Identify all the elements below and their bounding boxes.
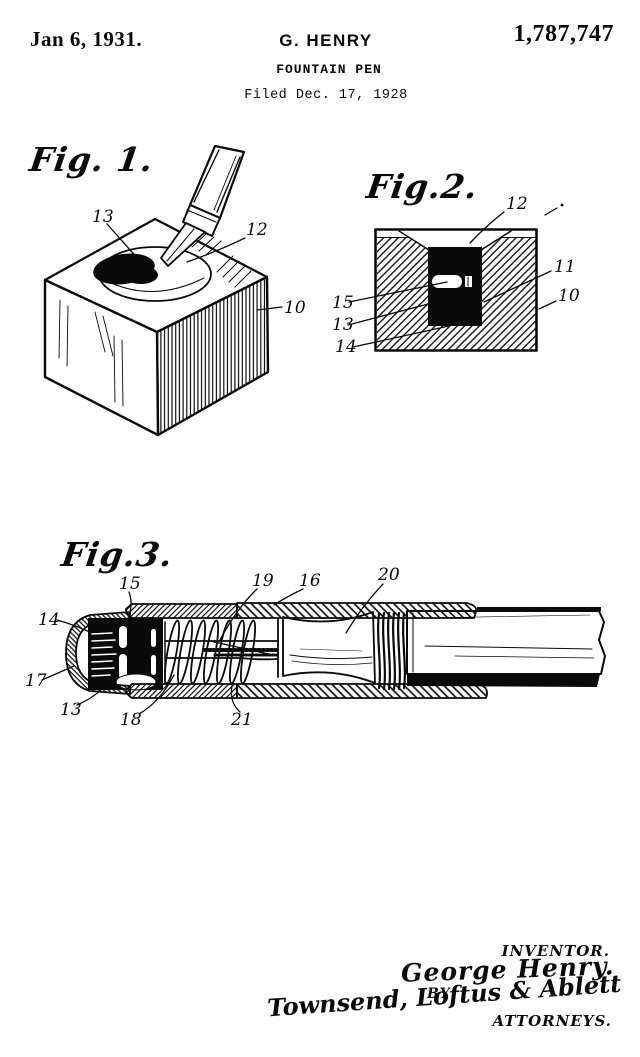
fig3-ref-15: 15 — [119, 574, 141, 594]
sleeve-wall-top — [236, 602, 478, 619]
fig2-ref-11: 11 — [554, 257, 576, 277]
fig1-leader-10 — [256, 306, 283, 311]
by-label: BY — [427, 986, 451, 1002]
fig3-ref-14: 14 — [38, 610, 60, 630]
fig3-leader-20 — [345, 583, 384, 634]
grip-wall-top — [125, 603, 238, 619]
inventor-surname: G. HENRY — [279, 31, 373, 50]
fig3-leader-14 — [56, 619, 91, 633]
fig3-leader-17 — [41, 665, 75, 681]
fig3-leader-16 — [273, 588, 304, 606]
inner-bell — [282, 611, 376, 684]
barrel-threads — [377, 611, 406, 691]
fig1-ref-12: 12 — [246, 220, 268, 240]
fig3-leader-13 — [76, 680, 111, 706]
patent-number: 1,787,747 — [513, 21, 614, 47]
fig2-ref-15: 15 — [332, 293, 354, 313]
figure-2-drawing: 12 11 10 15 13 14 — [332, 194, 580, 357]
fig2-ref-13: 13 — [332, 315, 354, 335]
fig2-leader-15 — [348, 281, 448, 303]
grip-wall-bottom — [125, 683, 238, 699]
fig2-ref-12: 12 — [506, 194, 528, 214]
fig3-leader-18 — [138, 674, 175, 715]
fig3-leader-19 — [219, 588, 258, 641]
fig1-leader-13 — [106, 223, 140, 261]
fig3-ref-16: 16 — [299, 571, 321, 591]
sleeve-wall-bottom — [236, 683, 488, 699]
fig1-ref-13: 13 — [92, 207, 114, 227]
fig3-leader-21 — [230, 685, 241, 713]
fig1-ref-10: 10 — [284, 298, 306, 318]
fig1-leader-12 — [186, 237, 246, 263]
fig2-leader-13 — [347, 302, 433, 326]
fig3-ref-20: 20 — [377, 565, 400, 585]
funnel-cut — [399, 231, 511, 250]
fig2-leader-14 — [352, 325, 450, 348]
fig3-ref-18: 18 — [120, 710, 142, 730]
ink-block-front-face — [43, 278, 160, 437]
figure-3-drawing: 14 15 19 16 20 17 13 18 21 — [25, 565, 606, 730]
fig2-leader-11 — [483, 270, 552, 303]
fig3-ref-21: 21 — [230, 710, 253, 730]
fig2-leader-10 — [538, 300, 557, 310]
patent-date: Jan 6, 1931. — [30, 27, 143, 51]
fig2-ref-10: 10 — [558, 286, 580, 306]
block-section-outline — [374, 228, 538, 352]
fig3-ref-19: 19 — [252, 571, 274, 591]
attorneys-caption: ATTORNEYS. — [492, 1012, 612, 1030]
inventor-caption: INVENTOR. — [501, 942, 610, 960]
fig2-break-dash — [544, 207, 558, 216]
fig3-ref-13: 13 — [60, 700, 82, 720]
fig3-leader-15 — [126, 591, 132, 621]
filed-date-line: Filed Dec. 17, 1928 — [244, 88, 408, 103]
fig2-leader-12 — [469, 211, 505, 244]
invention-title: FOUNTAIN PEN — [276, 62, 382, 77]
pen-barrel — [406, 610, 606, 675]
fig3-ref-17: 17 — [25, 671, 47, 691]
figure-1-drawing: 13 12 10 — [43, 144, 306, 437]
fig2-ref-14: 14 — [335, 337, 357, 357]
